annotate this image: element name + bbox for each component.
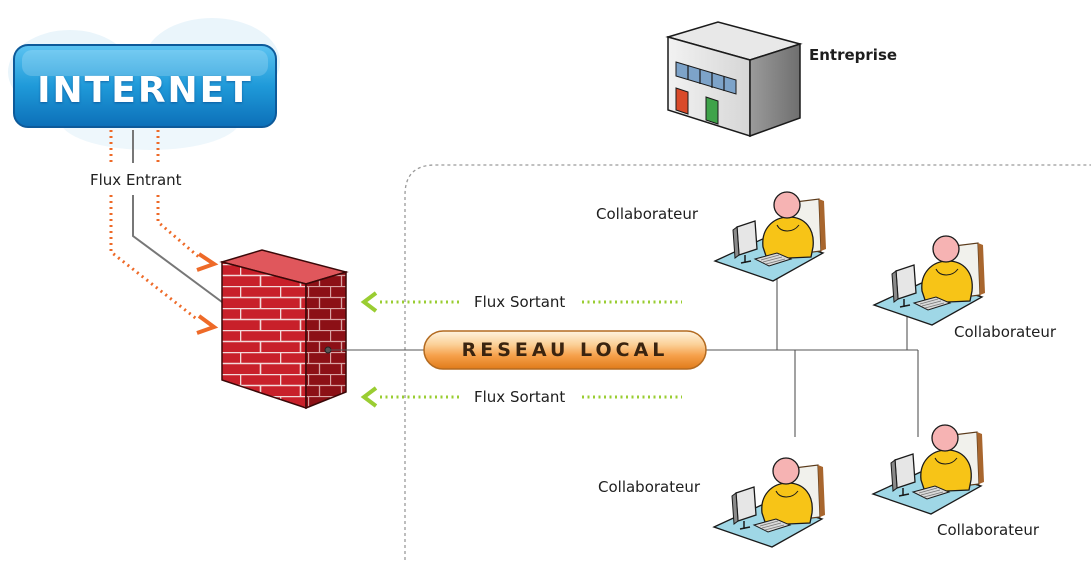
incoming-flow bbox=[109, 130, 223, 335]
enterprise-building-icon bbox=[665, 21, 803, 138]
outgoing-flow-label-bottom: Flux Sortant bbox=[470, 388, 570, 406]
collaborateur-label-4: Collaborateur bbox=[937, 521, 1040, 539]
incoming-arrow-lower bbox=[196, 314, 219, 335]
internet-box bbox=[13, 44, 277, 128]
outgoing-arrow-bottom bbox=[360, 386, 378, 408]
lan-label: RESEAU LOCAL bbox=[461, 339, 669, 361]
enterprise-label: Entreprise bbox=[809, 46, 898, 64]
collaborateur-label-3: Collaborateur bbox=[598, 478, 701, 496]
outgoing-flow-label-top: Flux Sortant bbox=[470, 293, 570, 311]
internet-label: INTERNET bbox=[37, 70, 253, 111]
workstation-4-icon bbox=[872, 424, 985, 515]
outgoing-arrow-top bbox=[360, 291, 378, 313]
firewall bbox=[219, 249, 349, 410]
collaborateur-label-2: Collaborateur bbox=[954, 323, 1057, 341]
incoming-arrow-upper bbox=[196, 252, 219, 272]
workstation-3-icon bbox=[713, 457, 826, 548]
lan-bar bbox=[423, 330, 707, 370]
outgoing-flow-top bbox=[360, 291, 682, 313]
workstation-1-icon bbox=[714, 191, 827, 282]
incoming-flow-label: Flux Entrant bbox=[88, 171, 184, 189]
workstation-2-icon bbox=[873, 235, 986, 326]
collaborateur-label-1: Collaborateur bbox=[596, 205, 699, 223]
outgoing-flow-bottom bbox=[360, 386, 682, 408]
